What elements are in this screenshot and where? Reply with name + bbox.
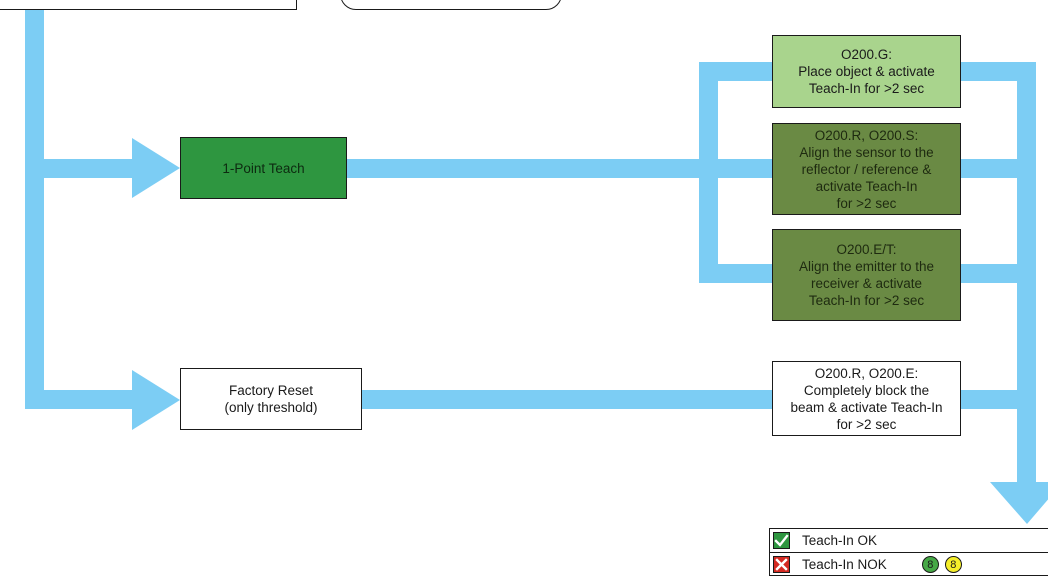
top-left-box-cut: [0, 0, 297, 10]
branch-teach-line: [34, 159, 134, 178]
o200et-line-1: O200.E/T:: [836, 242, 897, 257]
o200rs-line-2: Align the sensor to the: [799, 144, 934, 160]
legend-nok-label: Teach-In NOK: [802, 557, 887, 572]
o200re-instruction-box: O200.R, O200.E: Completely block the bea…: [772, 361, 961, 436]
o200rs-line-4: activate Teach-In: [815, 178, 918, 194]
o200rs-line-3: reflector / reference &: [801, 161, 932, 177]
o200re-line-2: Completely block the: [803, 382, 930, 398]
factory-reset-title: Factory Reset: [228, 383, 314, 398]
legend-ok-label: Teach-In OK: [802, 533, 878, 548]
one-point-teach-label: 1-Point Teach: [222, 160, 305, 176]
o200rs-line-5: for >2 sec: [836, 195, 897, 211]
result-arrowhead: [990, 482, 1048, 524]
o200et-line-2: Align the emitter to the: [798, 259, 935, 274]
legend-row-nok: Teach-In NOK 8 8: [770, 553, 1048, 576]
o200g-line-2: Place object & activate: [798, 64, 935, 79]
o200g-line-1: O200.G:: [840, 47, 893, 62]
result-legend: Teach-In OK Teach-In NOK 8 8: [769, 528, 1048, 576]
o200re-line-4: for >2 sec: [836, 416, 897, 432]
o200et-instruction-box: O200.E/T: Align the emitter to the recei…: [772, 229, 961, 321]
o200re-line-1: O200.R, O200.E:: [814, 365, 919, 381]
o200g-instruction-box: O200.G: Place object & activate Teach-In…: [772, 35, 961, 108]
o200rs-line-1: O200.R, O200.S:: [814, 127, 919, 143]
main-flow-line: [25, 0, 44, 409]
branch-reset-arrowhead: [132, 370, 180, 430]
top-center-terminal-cut: [340, 0, 562, 10]
o200re-line-3: beam & activate Teach-In: [790, 399, 943, 415]
checkmark-icon: [773, 532, 790, 549]
o200et-in-line: [699, 264, 779, 283]
o200rs-instruction-box: O200.R, O200.S: Align the sensor to the …: [772, 123, 961, 215]
o200g-line-3: Teach-In for >2 sec: [808, 81, 925, 96]
o200et-line-3: receiver & activate: [810, 276, 923, 291]
green-led-icon: 8: [921, 556, 939, 573]
factory-reset-box: Factory Reset (only threshold): [180, 368, 362, 430]
legend-row-ok: Teach-In OK: [770, 529, 1048, 553]
factory-reset-subtitle: (only threshold): [224, 400, 318, 415]
cross-icon: [773, 556, 790, 573]
yellow-led-icon: 8: [944, 556, 962, 573]
instruction-left-bus: [699, 62, 718, 283]
one-point-teach-box: 1-Point Teach: [180, 137, 347, 199]
branch-reset-line: [34, 390, 134, 409]
o200g-in-line: [699, 62, 779, 81]
right-collector-line: [1017, 62, 1036, 484]
o200et-line-4: Teach-In for >2 sec: [808, 293, 925, 308]
branch-teach-arrowhead: [132, 138, 180, 198]
